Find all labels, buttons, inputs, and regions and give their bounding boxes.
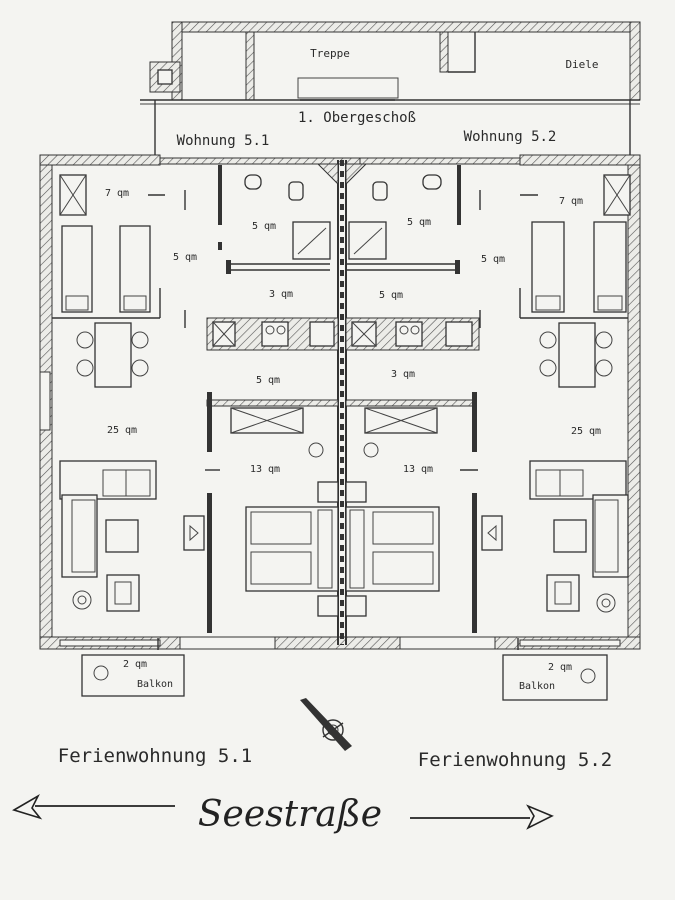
apartment-left-name: Wohnung 5.1 (177, 133, 270, 149)
area-left-living: 25 qm (107, 425, 137, 436)
balcony-right-label: Balkon (519, 681, 555, 692)
outer-walls (39, 154, 641, 650)
area-left-kitchen-top: 7 qm (105, 188, 129, 199)
balcony-left-label: Balkon (137, 679, 173, 690)
apartment-right-name: Wohnung 5.2 (464, 129, 557, 145)
street-name: Seestraße (198, 794, 382, 835)
corridor-band (140, 99, 640, 155)
caption-right: Ferienwohnung 5.2 (418, 749, 612, 771)
apartment-right-interior (345, 163, 631, 701)
street-arrow (12, 793, 554, 830)
stairs-label: Treppe (310, 47, 350, 60)
area-right-corridor: 3 qm (391, 369, 415, 380)
area-left-bedroom: 13 qm (250, 464, 280, 475)
area-right-living: 25 qm (571, 426, 601, 437)
area-left-hall: 3 qm (269, 289, 293, 300)
area-right-bedroom: 13 qm (403, 464, 433, 475)
hall-label: Diele (565, 58, 598, 71)
compass-icon (300, 698, 352, 751)
floor-title: 1. Obergeschoß (298, 110, 416, 126)
area-right-entry: 5 qm (481, 254, 505, 265)
area-right-balcony: 2 qm (548, 662, 572, 673)
apartment-left-interior (52, 163, 339, 697)
area-left-corridor: 5 qm (256, 375, 280, 386)
upper-block-walls (149, 21, 641, 101)
area-right-kitchen-top: 7 qm (559, 196, 583, 207)
area-right-bath: 5 qm (407, 217, 431, 228)
area-right-hall: 5 qm (379, 290, 403, 301)
party-wall (337, 160, 347, 645)
area-left-balcony: 2 qm (123, 659, 147, 670)
area-left-bath: 5 qm (252, 221, 276, 232)
caption-left: Ferienwohnung 5.1 (58, 745, 252, 767)
area-left-entry: 5 qm (173, 252, 197, 263)
